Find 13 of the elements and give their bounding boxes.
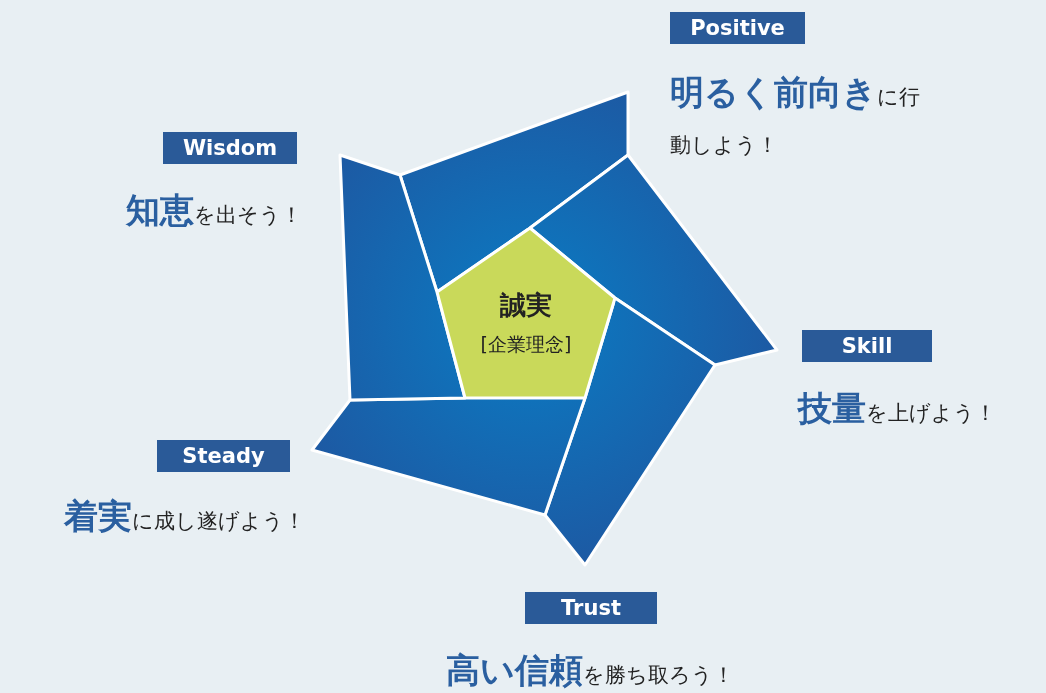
value-tag-label: Steady (157, 440, 290, 472)
core-value-subtitle: [企業理念] (479, 332, 573, 357)
slogan-text: 高い信頼を勝ち取ろう！ (445, 649, 735, 692)
core-value-heading: 誠実 (498, 289, 553, 322)
value-tag-label: Skill (802, 330, 932, 362)
value-tag-label: Wisdom (163, 132, 297, 164)
slogan-text: 明るく前向きに行動しよう！ (670, 71, 921, 159)
value-tag-label: Positive (670, 12, 805, 44)
slogan-text: 知恵を出そう！ (125, 189, 302, 232)
core-value-pentagon (437, 228, 615, 398)
value-tag-label: Trust (525, 592, 657, 624)
slogan-text: 着実に成し遂げよう！ (63, 495, 305, 538)
slogan-text: 技量を上げよう！ (798, 387, 997, 430)
